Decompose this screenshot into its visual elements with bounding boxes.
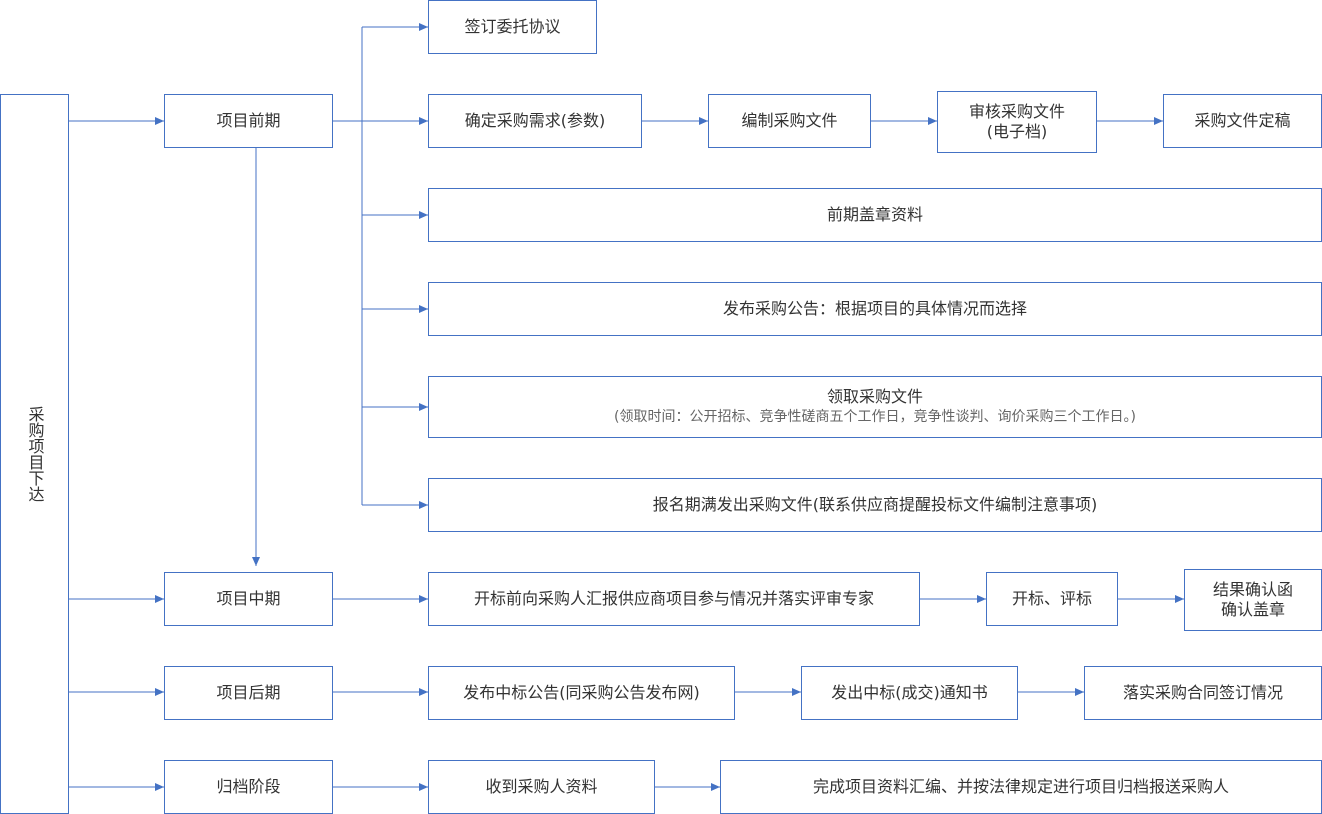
result-confirm-label-line2: 确认盖章 xyxy=(1220,600,1285,619)
receive-materials-label: 收到采购人资料 xyxy=(485,777,598,796)
review-docs-label-line1: 审核采购文件 xyxy=(968,102,1065,121)
contract-status-node: 落实采购合同签订情况 xyxy=(1084,666,1322,720)
determine-needs-node: 确定采购需求(参数) xyxy=(428,94,642,148)
result-confirm-label-line1: 结果确认函 xyxy=(1212,580,1293,599)
prepare-docs-label: 编制采购文件 xyxy=(741,111,838,130)
issue-notice-node: 发出中标(成交)通知书 xyxy=(801,666,1018,720)
registration-end-label: 报名期满发出采购文件(联系供应商提醒投标文件编制注意事项) xyxy=(652,495,1098,514)
root-node: 采购项目下达 xyxy=(0,94,69,814)
open-evaluate-node: 开标、评标 xyxy=(986,572,1118,626)
stamp-materials-node: 前期盖章资料 xyxy=(428,188,1322,242)
sign-agreement-node: 签订委托协议 xyxy=(428,0,597,54)
collect-docs-note: (领取时间：公开招标、竞争性磋商五个工作日，竞争性谈判、询价采购三个工作日。) xyxy=(614,409,1136,425)
collect-docs-node: 领取采购文件 (领取时间：公开招标、竞争性磋商五个工作日，竞争性谈判、询价采购三… xyxy=(428,376,1322,438)
issue-notice-label: 发出中标(成交)通知书 xyxy=(831,683,988,702)
sign-agreement-label: 签订委托协议 xyxy=(464,17,561,36)
report-experts-label: 开标前向采购人汇报供应商项目参与情况并落实评审专家 xyxy=(473,589,874,608)
publish-notice-label: 发布采购公告：根据项目的具体情况而选择 xyxy=(722,299,1027,318)
root-node-label: 采购项目下达 xyxy=(25,406,45,502)
result-confirm-node: 结果确认函 确认盖章 xyxy=(1184,569,1322,631)
phase-early-label: 项目前期 xyxy=(216,111,281,130)
phase-middle-node: 项目中期 xyxy=(164,572,333,626)
determine-needs-label: 确定采购需求(参数) xyxy=(464,111,606,130)
publish-notice-node: 发布采购公告：根据项目的具体情况而选择 xyxy=(428,282,1322,336)
collect-docs-title: 领取采购文件 xyxy=(826,387,923,406)
contract-status-label: 落实采购合同签订情况 xyxy=(1122,683,1283,702)
stamp-materials-label: 前期盖章资料 xyxy=(826,205,923,224)
review-docs-node: 审核采购文件 (电子档) xyxy=(937,91,1097,153)
review-docs-label-line2: (电子档) xyxy=(986,122,1048,141)
prepare-docs-node: 编制采购文件 xyxy=(708,94,871,148)
finalize-docs-label: 采购文件定稿 xyxy=(1194,111,1291,130)
complete-archive-node: 完成项目资料汇编、并按法律规定进行项目归档报送采购人 xyxy=(720,760,1322,814)
open-evaluate-label: 开标、评标 xyxy=(1011,589,1092,608)
complete-archive-label: 完成项目资料汇编、并按法律规定进行项目归档报送采购人 xyxy=(812,777,1229,796)
phase-late-node: 项目后期 xyxy=(164,666,333,720)
phase-archive-label: 归档阶段 xyxy=(216,777,281,796)
receive-materials-node: 收到采购人资料 xyxy=(428,760,655,814)
publish-award-node: 发布中标公告(同采购公告发布网) xyxy=(428,666,735,720)
registration-end-node: 报名期满发出采购文件(联系供应商提醒投标文件编制注意事项) xyxy=(428,478,1322,532)
phase-early-node: 项目前期 xyxy=(164,94,333,148)
phase-middle-label: 项目中期 xyxy=(216,589,281,608)
report-experts-node: 开标前向采购人汇报供应商项目参与情况并落实评审专家 xyxy=(428,572,920,626)
publish-award-label: 发布中标公告(同采购公告发布网) xyxy=(463,683,700,702)
phase-archive-node: 归档阶段 xyxy=(164,760,333,814)
finalize-docs-node: 采购文件定稿 xyxy=(1163,94,1322,148)
phase-late-label: 项目后期 xyxy=(216,683,281,702)
